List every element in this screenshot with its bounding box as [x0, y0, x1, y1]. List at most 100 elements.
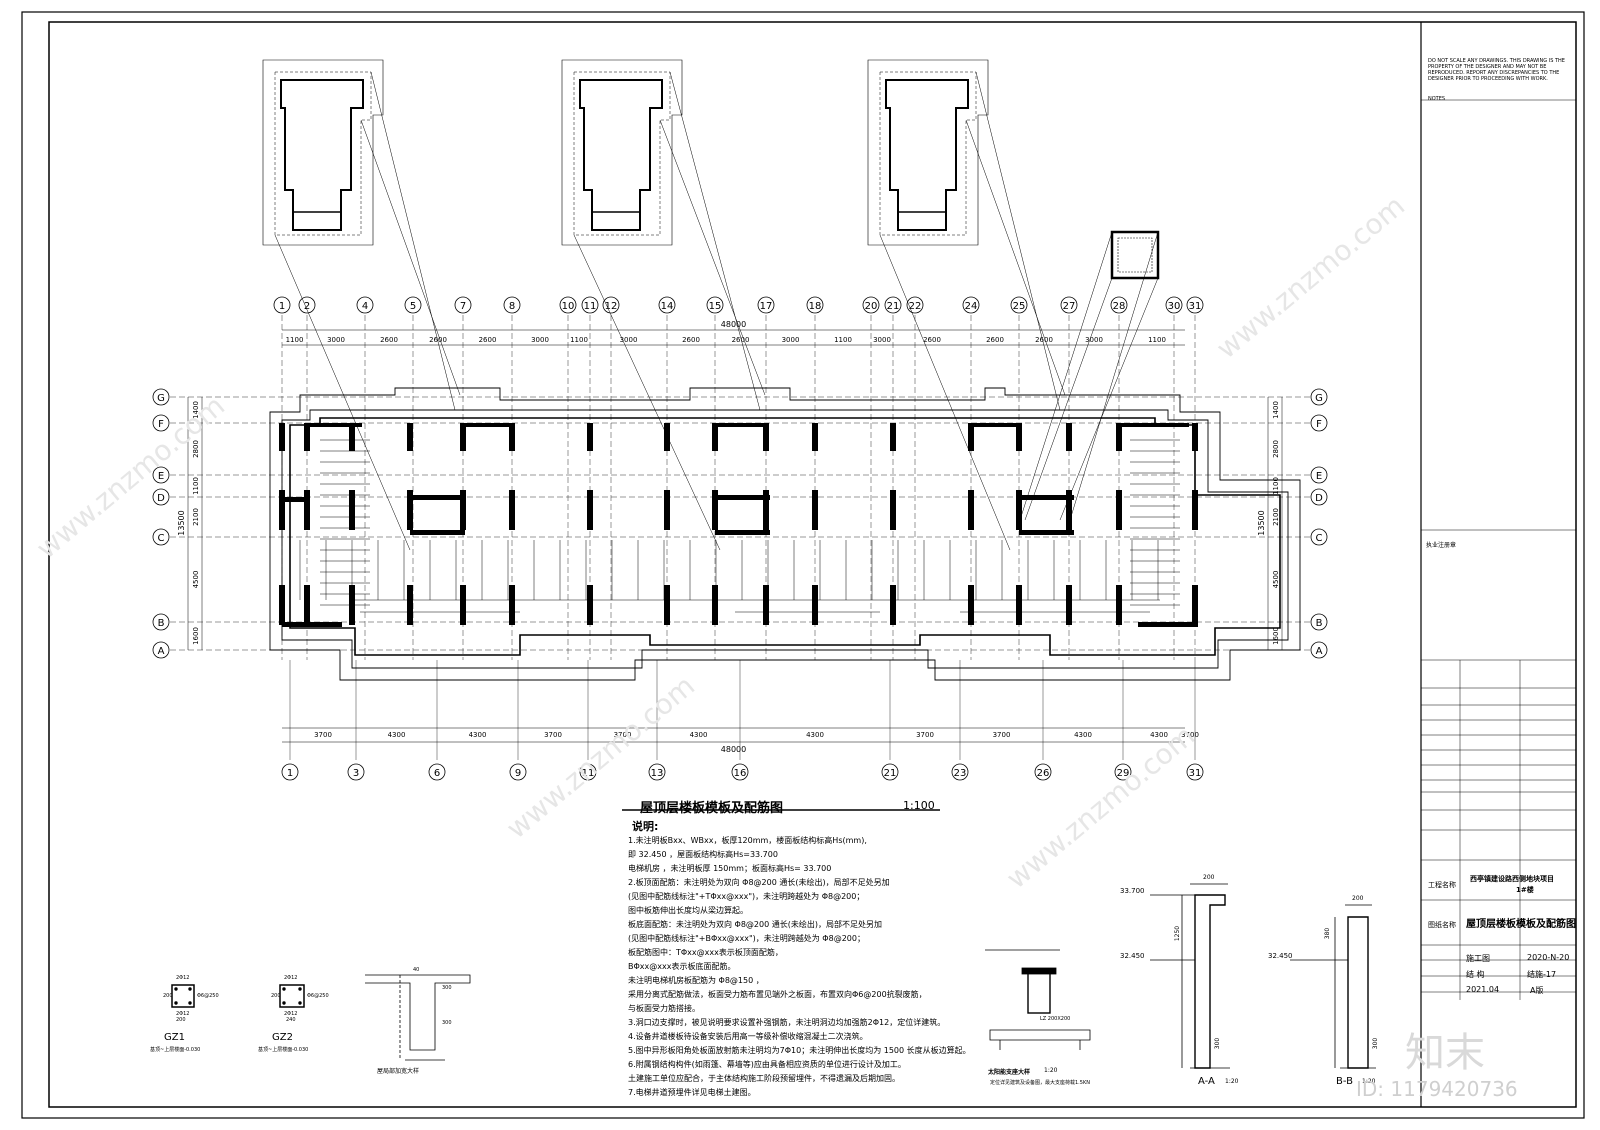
dim-value: 3700 — [1181, 731, 1199, 739]
dim-value: 4300 — [388, 731, 406, 739]
axis-bubble-bottom — [881, 763, 899, 781]
axis-label: 23 — [954, 768, 967, 779]
note-line: 3.洞口边支撑时，被见说明要求设置补强钢筋，未注明洞边均加强筋2Φ12，定位详建… — [628, 1018, 946, 1027]
axis-bubble-top — [757, 296, 775, 314]
drawing-label: 图纸名称 — [1428, 921, 1456, 929]
gz2-h: 200 — [271, 993, 281, 999]
axis-bubble-top — [1186, 296, 1204, 314]
dim-value: 3700 — [993, 731, 1011, 739]
tb-date: 2021.04 — [1466, 985, 1500, 994]
wall-segment — [763, 585, 769, 625]
wall-segment — [304, 585, 310, 625]
dim-value: 2800 — [192, 440, 200, 458]
wall-segment — [890, 490, 896, 530]
note-line: 电梯机房 ，未注明板厚 150mm；板面标高Hs= 33.700 — [628, 864, 832, 873]
note-line: 4.设备井道楼板待设备安装后用高一等级补偿收缩混凝土二次浇筑。 — [628, 1032, 868, 1041]
note-line: (见图中配筋线标注"+TΦxx@xxx")，未注明跨越处为 Φ8@200； — [628, 892, 865, 901]
tb-version: A版 — [1530, 986, 1544, 995]
axis-bubble-left — [152, 488, 170, 506]
dim-total: 13500 — [1257, 510, 1266, 535]
solar-tag: LZ 200X200 — [1040, 1016, 1071, 1022]
dim-value: 1600 — [1272, 627, 1280, 645]
axis-bubble-bottom — [951, 763, 969, 781]
axis-label: 5 — [410, 301, 416, 312]
rebar-line — [355, 599, 1160, 613]
axis-label: A — [158, 646, 165, 657]
tb-discipline: 结 构 — [1466, 970, 1485, 979]
disclaimer: DO NOT SCALE ANY DRAWINGS. THIS DRAWING … — [1428, 58, 1565, 82]
wall-segment — [1016, 585, 1022, 625]
axis-bubble-top — [906, 296, 924, 314]
note-line: 即 32.450 ，屋面板结构标高Hs=33.700 — [628, 850, 778, 859]
axis-label: 18 — [809, 301, 822, 312]
inner-border — [48, 21, 1577, 1108]
dim-value: 4300 — [1150, 731, 1168, 739]
dim-value: 2600 — [923, 336, 941, 344]
gz1-label: GZ1 — [164, 1032, 185, 1043]
gz1-detail — [171, 984, 195, 1008]
wall-segment — [587, 585, 593, 625]
dim-value: 2600 — [732, 336, 750, 344]
beam-segment — [410, 495, 465, 500]
note-line: BΦxx@xxx表示板底面配筋。 — [628, 962, 736, 971]
dim-value: 1600 — [192, 627, 200, 645]
beam-segment — [463, 423, 513, 427]
drawing-title: 屋顶层楼板模板及配筋图 — [640, 801, 784, 816]
wall-segment — [1116, 585, 1122, 625]
callout-frame — [867, 59, 989, 246]
dim-value: 1100 — [834, 336, 852, 344]
wall-segment — [304, 423, 310, 451]
wall-segment — [587, 490, 593, 530]
aa-lvl-bot: 32.450 — [1120, 952, 1145, 960]
wall-segment — [890, 423, 896, 451]
axis-label: E — [158, 471, 164, 482]
callout-leader — [879, 234, 1011, 551]
wall-segment — [1066, 423, 1072, 451]
elevator-shaft — [579, 79, 663, 231]
aa-label: A-A — [1198, 1076, 1215, 1087]
dim-value: 2100 — [192, 508, 200, 526]
note-line: 采用分离式配筋做法，板面受力筋布置见端外之板面，布置双向Φ6@200抗裂废筋， — [628, 990, 927, 999]
axis-bubble-bottom — [509, 763, 527, 781]
id-label: ID: 1179420736 — [1356, 1077, 1518, 1101]
wall-segment — [407, 490, 413, 530]
bb-h: 380 — [1324, 927, 1332, 940]
axis-label: 2 — [304, 301, 310, 312]
solar-note: 定位详见建筑及设备图，最大支座荷载1.5KN — [990, 1080, 1090, 1086]
dim-value: 3700 — [544, 731, 562, 739]
wall-segment — [712, 490, 718, 530]
axis-label: G — [157, 393, 165, 404]
dim-value: 1100 — [1148, 336, 1166, 344]
axis-label: B — [158, 618, 165, 629]
beam-segment — [715, 423, 765, 427]
wall-segment — [812, 423, 818, 451]
axis-bubble-right — [1310, 488, 1328, 506]
wall-segment — [712, 585, 718, 625]
axis-label: C — [158, 533, 165, 544]
slab-rebar-lines — [299, 439, 1180, 613]
axis-label: B — [1316, 618, 1323, 629]
axis-label: 16 — [734, 768, 747, 779]
wall-segment — [1116, 423, 1122, 451]
bb-w: 200 — [1352, 895, 1364, 902]
callout-frame-inner — [573, 71, 671, 236]
axis-label: 9 — [515, 768, 521, 779]
bb-label: B-B — [1336, 1076, 1353, 1087]
dim-value: 3700 — [314, 731, 332, 739]
outer-border — [21, 11, 1585, 1119]
gz1-h: 200 — [163, 993, 173, 999]
wall-segment — [1016, 490, 1022, 530]
beam-segment — [1019, 495, 1074, 500]
callout-frame-inner — [274, 71, 372, 236]
dim-value: 1100 — [1272, 477, 1280, 495]
dim-value: 3000 — [620, 336, 638, 344]
axis-bubble-top — [1110, 296, 1128, 314]
axis-bubble-top — [298, 296, 316, 314]
beam-segment — [410, 530, 465, 535]
wall-segment — [664, 490, 670, 530]
callout-frame-inner — [879, 71, 977, 236]
axis-label: 14 — [661, 301, 674, 312]
dim-value: 2600 — [429, 336, 447, 344]
